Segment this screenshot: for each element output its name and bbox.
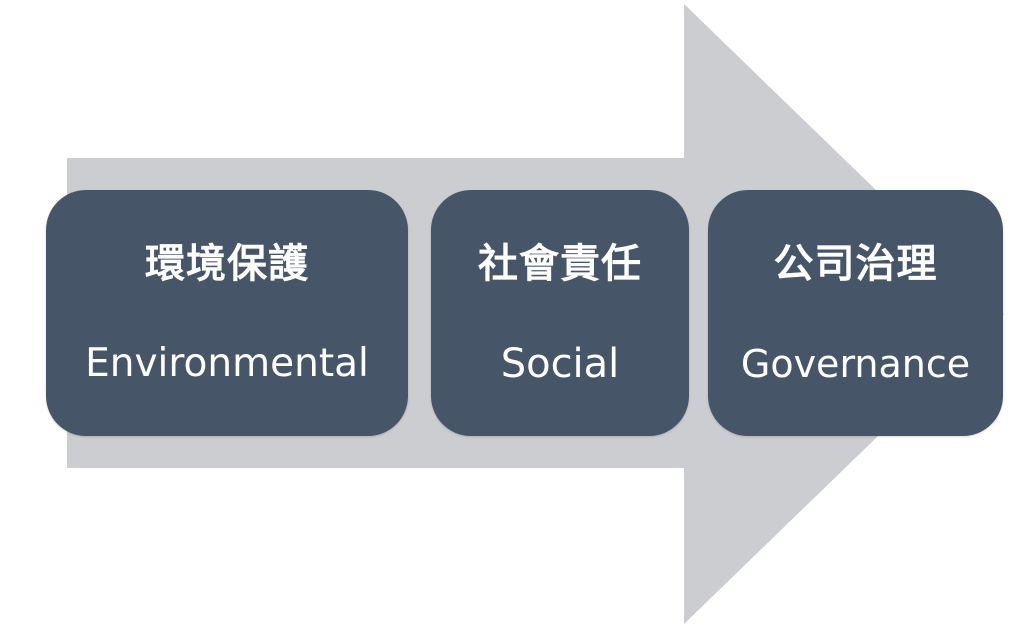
environmental-step-box: 環境保護 Environmental [46, 190, 408, 436]
environmental-chinese-label: 環境保護 [145, 241, 309, 287]
social-chinese-label: 社會責任 [478, 241, 642, 287]
social-step-box: 社會責任 Social [431, 190, 689, 436]
governance-chinese-label: 公司治理 [773, 241, 938, 287]
social-english-label: Social [500, 341, 620, 387]
governance-step-box: 公司治理 Governance [708, 190, 1003, 436]
environmental-english-label: Environmental [85, 341, 369, 386]
governance-english-label: Governance [740, 342, 971, 386]
